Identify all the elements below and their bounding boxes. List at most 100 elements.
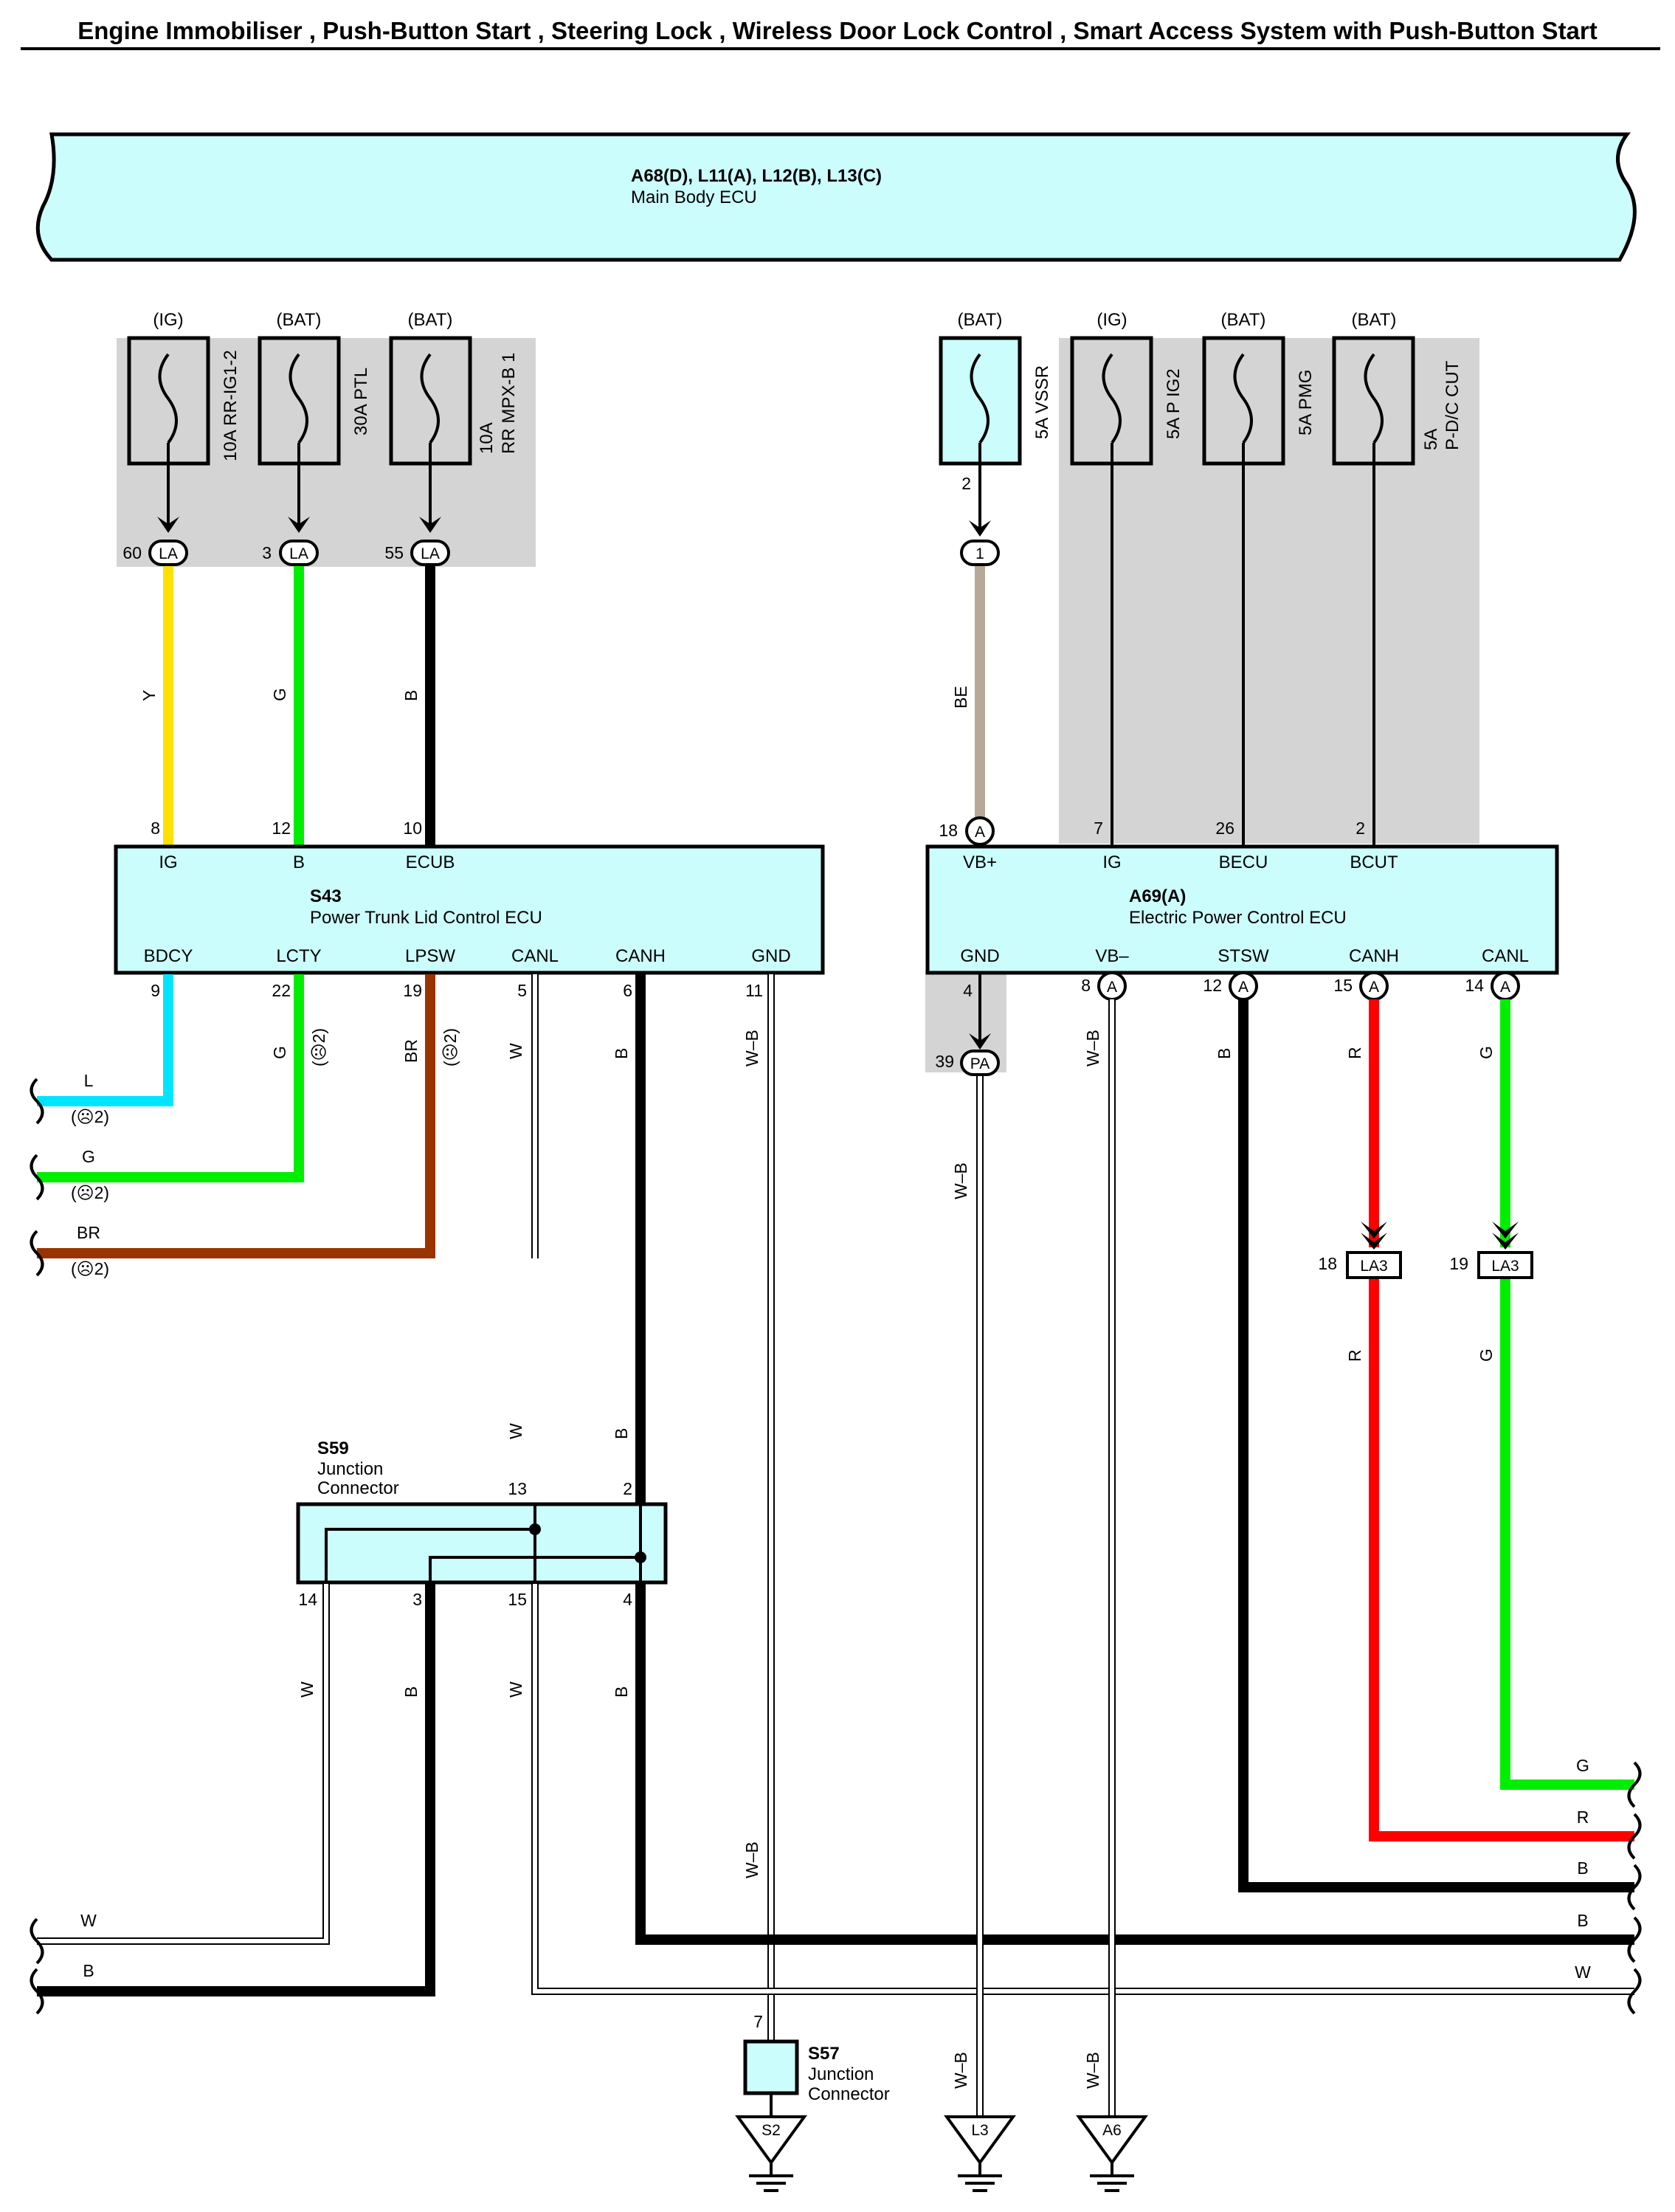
- svg-text:W: W: [80, 1911, 97, 1930]
- svg-text:18: 18: [1318, 1254, 1337, 1273]
- ground-s2: S2: [735, 2115, 807, 2192]
- svg-text:19: 19: [1449, 1254, 1468, 1273]
- svg-text:B: B: [1577, 1911, 1588, 1930]
- svg-text:15: 15: [508, 1590, 527, 1609]
- svg-text:LA: LA: [159, 545, 178, 562]
- svg-text:7: 7: [753, 2012, 763, 2031]
- svg-text:14: 14: [298, 1590, 317, 1609]
- svg-text:W–B: W–B: [951, 2052, 970, 2089]
- svg-text:S43: S43: [310, 886, 342, 906]
- svg-text:CANL: CANL: [1482, 946, 1529, 966]
- svg-text:LA3: LA3: [1491, 1258, 1519, 1275]
- svg-text:L3: L3: [971, 2122, 988, 2139]
- svg-text:B: B: [401, 1686, 421, 1698]
- page-title: Engine Immobiliser , Push-Button Start ,…: [77, 17, 1598, 44]
- connector-pa-39: PA: [960, 1050, 1000, 1076]
- svg-text:CANL: CANL: [511, 946, 559, 966]
- svg-text:G: G: [1576, 1756, 1589, 1775]
- svg-text:B: B: [293, 852, 305, 872]
- svg-text:G: G: [1477, 1348, 1496, 1362]
- ecu-a69-electric-power-control: VB+ IG BECU BCUT A69(A) Electric Power C…: [925, 844, 1559, 975]
- wire-green-canl: [1500, 1279, 1634, 1790]
- ground-a6: A6: [1076, 2115, 1148, 2192]
- connector-la3-19: LA3: [1477, 1251, 1533, 1279]
- wire-black-stsw: [1238, 999, 1634, 1892]
- svg-text:VB+: VB+: [963, 852, 997, 872]
- svg-text:W–B: W–B: [1083, 2052, 1102, 2089]
- svg-text:W–B: W–B: [951, 1162, 970, 1199]
- svg-text:STSW: STSW: [1218, 946, 1269, 966]
- svg-text:PA: PA: [970, 1055, 990, 1072]
- svg-text:BE: BE: [951, 686, 970, 709]
- svg-text:A: A: [1369, 979, 1379, 996]
- wire-red-canh: [1369, 1279, 1634, 1841]
- svg-text:2: 2: [961, 474, 971, 493]
- svg-text:9: 9: [151, 981, 160, 1000]
- connector-a-8: A: [1097, 971, 1127, 1001]
- svg-text:10: 10: [403, 819, 422, 838]
- svg-text:11: 11: [745, 981, 763, 1000]
- svg-text:12: 12: [272, 819, 291, 838]
- svg-text:L: L: [84, 1071, 94, 1090]
- svg-text:39: 39: [935, 1052, 954, 1071]
- svg-text:R: R: [1345, 1047, 1364, 1059]
- svg-text:S2: S2: [761, 2122, 781, 2139]
- svg-text:10A RR-IG1-2: 10A RR-IG1-2: [221, 350, 241, 461]
- svg-text:60: 60: [122, 543, 142, 562]
- svg-text:B: B: [612, 1428, 631, 1439]
- svg-text:(☹2): (☹2): [309, 1028, 328, 1067]
- svg-text:W: W: [297, 1681, 317, 1698]
- svg-text:55: 55: [384, 543, 404, 562]
- svg-text:GND: GND: [960, 946, 999, 966]
- svg-text:B: B: [1577, 1858, 1588, 1878]
- connector-a-14: A: [1491, 971, 1520, 1001]
- svg-text:(IG): (IG): [153, 310, 183, 330]
- svg-text:(☹2): (☹2): [71, 1259, 109, 1278]
- svg-text:S59: S59: [317, 1439, 349, 1458]
- svg-text:(☹2): (☹2): [71, 1107, 109, 1126]
- wire-green-lcty: [37, 974, 304, 1182]
- svg-text:19: 19: [403, 981, 422, 1000]
- svg-text:5A VSSR: 5A VSSR: [1032, 365, 1052, 439]
- svg-text:A: A: [1107, 979, 1117, 996]
- svg-text:13: 13: [508, 1479, 527, 1498]
- svg-text:6: 6: [623, 981, 632, 1000]
- svg-text:CANH: CANH: [615, 946, 666, 966]
- svg-text:W: W: [506, 1043, 525, 1059]
- svg-text:(BAT): (BAT): [1221, 310, 1266, 330]
- svg-text:2: 2: [623, 1479, 632, 1498]
- svg-text:26: 26: [1215, 819, 1234, 838]
- svg-text:LCTY: LCTY: [276, 946, 321, 966]
- fuse-vssr: (BAT) 5A VSSR: [939, 310, 1052, 466]
- svg-text:5A P IG2: 5A P IG2: [1164, 368, 1184, 439]
- svg-text:G: G: [270, 1046, 289, 1059]
- svg-text:Connector: Connector: [317, 1478, 399, 1498]
- svg-text:3: 3: [262, 543, 272, 562]
- svg-text:(BAT): (BAT): [277, 310, 322, 330]
- svg-text:(☹2): (☹2): [71, 1183, 109, 1202]
- svg-text:22: 22: [272, 981, 291, 1000]
- svg-text:3: 3: [412, 1590, 422, 1609]
- svg-text:5A: 5A: [1421, 429, 1441, 450]
- svg-text:W–B: W–B: [742, 1030, 761, 1067]
- svg-text:A69(A): A69(A): [1129, 886, 1186, 906]
- connector-a-18: A: [965, 816, 995, 846]
- svg-text:B: B: [83, 1961, 94, 1980]
- svg-text:BR: BR: [77, 1223, 100, 1242]
- svg-text:30A PTL: 30A PTL: [351, 368, 371, 435]
- wire-blue-bdcy: [37, 974, 173, 1106]
- svg-text:(BAT): (BAT): [958, 310, 1003, 330]
- svg-text:(☹2): (☹2): [441, 1028, 460, 1067]
- svg-text:B: B: [612, 1048, 631, 1059]
- svg-text:IG: IG: [159, 852, 177, 872]
- svg-text:Connector: Connector: [808, 2084, 890, 2104]
- svg-text:W–B: W–B: [1083, 1030, 1102, 1067]
- junction-connector-s59: S59 Junction Connector: [296, 1439, 668, 1585]
- svg-text:Y: Y: [139, 690, 159, 701]
- svg-text:BDCY: BDCY: [144, 946, 193, 966]
- svg-text:GND: GND: [751, 946, 790, 966]
- svg-text:A: A: [975, 824, 985, 841]
- connector-la-60: 60 LA: [122, 540, 188, 566]
- svg-text:VB–: VB–: [1095, 946, 1129, 966]
